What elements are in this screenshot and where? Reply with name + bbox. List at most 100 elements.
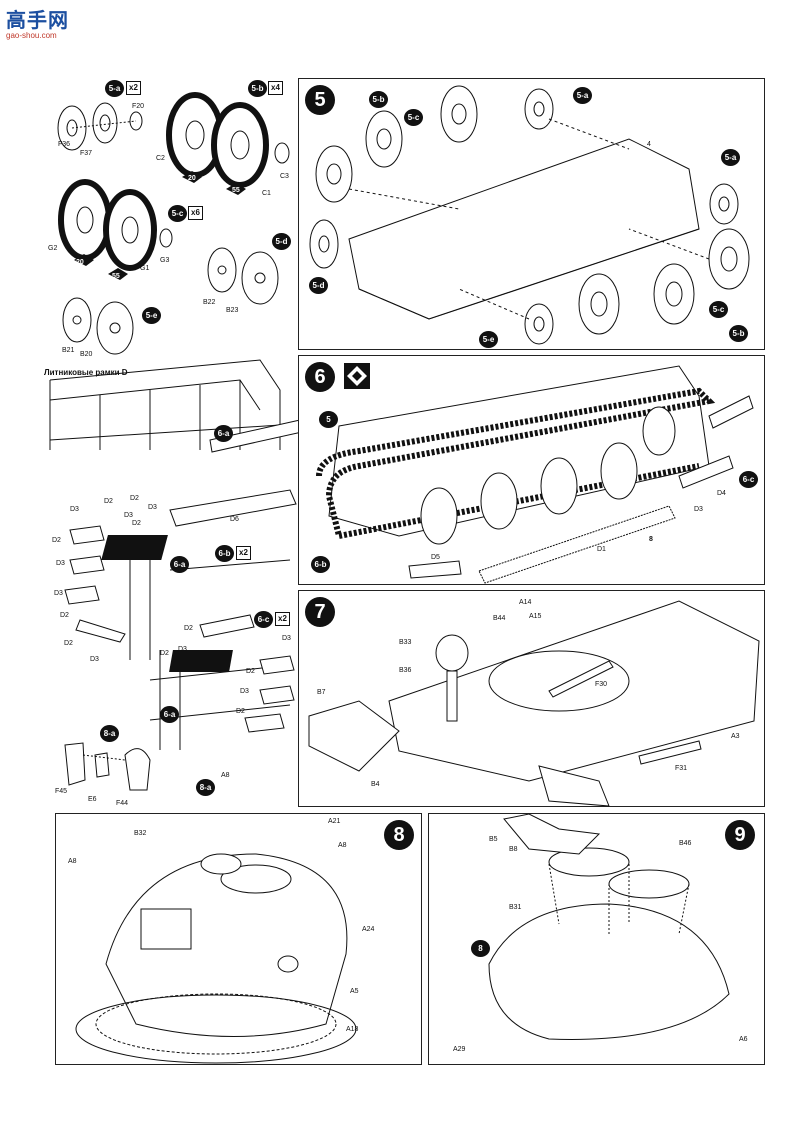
star-label: 8 xyxy=(649,536,653,543)
step-number: 7 xyxy=(305,597,335,627)
callout-badge: 5-a xyxy=(721,149,740,166)
step-number: 9 xyxy=(725,820,755,850)
badge-6a: 6-a xyxy=(160,706,179,723)
callout-badge: 5-b xyxy=(369,91,388,108)
part-label: F31 xyxy=(675,765,688,772)
hull-tracks-drawing xyxy=(316,365,754,584)
part-label: D5 xyxy=(431,554,440,561)
part-label: F30 xyxy=(595,681,608,688)
mult-5b: x4 xyxy=(268,81,283,95)
step-7-panel: 7 A14 A15 B44 B33 B36 F30 B7 B4 A3 F31 xyxy=(298,590,765,807)
wheel-5d-drawing xyxy=(207,247,279,305)
part-label: B44 xyxy=(493,615,506,622)
part-label: B46 xyxy=(679,840,692,847)
wheel-subassembly-area: 5-a x2 F20 F36 F37 5-b x4 C2 C1 C3 20 55… xyxy=(40,75,291,365)
track-label: D2 xyxy=(60,612,69,619)
star-label: 20 xyxy=(76,259,84,266)
mult-5a: x2 xyxy=(126,81,141,95)
badge-5e: 5-e xyxy=(142,307,161,324)
track-label: D3 xyxy=(70,506,79,513)
hull-suspension-drawing xyxy=(309,85,750,345)
part-label: A8 xyxy=(338,842,347,849)
part-label: F37 xyxy=(80,150,93,157)
callout-badge: 6-c xyxy=(739,471,758,488)
part-label: A15 xyxy=(529,613,542,620)
track-label: D3 xyxy=(148,504,157,511)
part-label: C3 xyxy=(280,173,289,180)
part-label: A18 xyxy=(346,1026,359,1033)
part-label: B31 xyxy=(509,904,522,911)
star-label: 20 xyxy=(188,175,196,182)
part-label: G3 xyxy=(160,257,170,264)
part-label: G2 xyxy=(48,245,58,252)
track-label: D3 xyxy=(282,635,291,642)
part-label: F20 xyxy=(132,103,145,110)
step-number: 6 xyxy=(305,362,335,392)
step-5-panel: 5 5-b 5-a 5-c 4 5-a 5-d 5-e 5-c 5-b xyxy=(298,78,765,350)
part-label: A24 xyxy=(362,926,375,933)
track-label: D3 xyxy=(54,590,63,597)
part-label: B7 xyxy=(317,689,326,696)
badge-5a: 5-a xyxy=(105,80,124,97)
wheel-5c-drawing xyxy=(58,179,173,280)
part-label: B8 xyxy=(509,846,518,853)
badge-5c: 5-c xyxy=(168,205,187,222)
sprue-title: Литниковые рамки D xyxy=(44,368,128,377)
part-label: F45 xyxy=(55,788,68,795)
part-label: B22 xyxy=(203,299,216,306)
step-6-panel: 6 5 6-b D5 D1 D3 D4 6-c 8 xyxy=(298,355,765,585)
track-assembly-6b-drawing xyxy=(64,489,297,660)
part-label: B5 xyxy=(489,836,498,843)
part-label: F36 xyxy=(58,141,71,148)
callout-badge: 5-d xyxy=(309,277,328,294)
mult-5c: x6 xyxy=(188,206,203,220)
step-8-panel: 8 8-a A8 A21 B32 A8 A8 A24 A5 A18 xyxy=(55,772,422,1065)
track-label: D2 xyxy=(132,520,141,527)
step-number: 8 xyxy=(384,820,414,850)
turret-drawing xyxy=(75,853,357,1064)
track-label: D2 xyxy=(184,625,193,632)
part-label: C1 xyxy=(262,190,271,197)
part-label: B36 xyxy=(399,667,412,674)
wheel-5b-drawing xyxy=(166,92,290,195)
part-label: A21 xyxy=(328,818,341,825)
mult-6b: x2 xyxy=(236,546,251,560)
part-label: D3 xyxy=(694,506,703,513)
part-label: A3 xyxy=(731,733,740,740)
track-label: D3 xyxy=(56,560,65,567)
track-assembly-6c-drawing xyxy=(149,614,295,750)
badge-5d: 5-d xyxy=(272,233,291,250)
track-label: D2 xyxy=(236,708,245,715)
track-label: D2 xyxy=(64,640,73,647)
step-9-panel: 9 B5 B8 B46 B31 8 A29 A6 xyxy=(428,813,765,1065)
part-label: A8 xyxy=(221,772,230,779)
track-label: D2 xyxy=(104,498,113,505)
part-label: G1 xyxy=(140,265,150,272)
turret-hatches-drawing xyxy=(488,813,730,1040)
badge-8a: 8-a xyxy=(100,725,119,742)
star-label: 55 xyxy=(232,187,240,194)
part-label: D4 xyxy=(717,490,726,497)
track-label: D6 xyxy=(230,516,239,523)
part-label: B23 xyxy=(226,307,239,314)
track-label: D2 xyxy=(160,650,169,657)
logo-url: gao-shou.com xyxy=(6,31,57,40)
part-label: F44 xyxy=(116,800,129,807)
site-logo: 高手网 gao-shou.com xyxy=(6,4,70,42)
badge-6a: 6-a xyxy=(170,556,189,573)
callout-badge: 5 xyxy=(319,411,338,428)
part-label: B21 xyxy=(62,347,75,354)
callout-badge: 5-e xyxy=(479,331,498,348)
part-label: 4 xyxy=(647,141,651,148)
callout-badge: 5-b xyxy=(729,325,748,342)
part-label: A6 xyxy=(739,1036,748,1043)
callout-badge: 5-c xyxy=(404,109,423,126)
part-label: A14 xyxy=(519,599,532,606)
part-label: A29 xyxy=(453,1046,466,1053)
callout-badge: 5-a xyxy=(573,87,592,104)
upper-hull-drawing xyxy=(308,600,760,807)
direction-icon xyxy=(344,363,370,389)
wheel-5e-drawing xyxy=(62,297,134,355)
track-label: D3 xyxy=(90,656,99,663)
badge-6a: 6-a xyxy=(214,425,233,442)
